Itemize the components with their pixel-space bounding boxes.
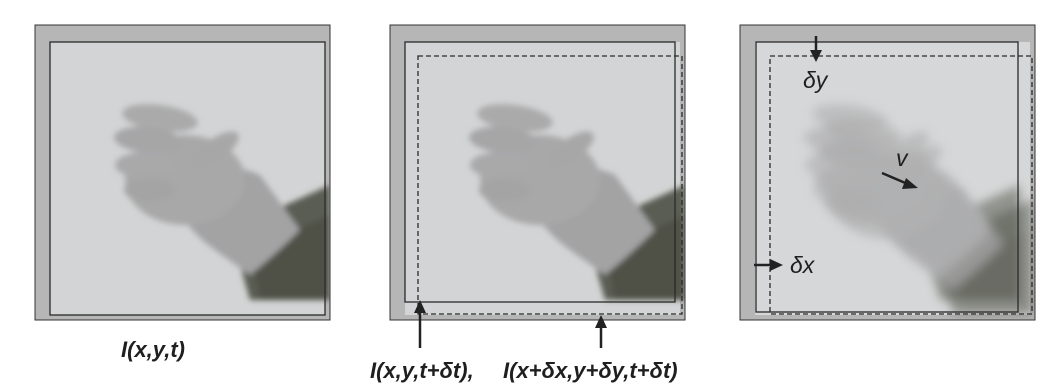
window-solid [404, 41, 676, 303]
velocity-arrow [881, 171, 918, 189]
window-dashed [769, 55, 1033, 315]
panel-frame-overlay [739, 24, 1036, 321]
label-velocity: v [896, 145, 908, 171]
caption-frame-t-dt: I(x,y,t+δt), [370, 358, 474, 383]
panel-frame-t-dt [389, 24, 686, 348]
arrow-solid-pointer [414, 300, 426, 348]
caption-frame-t: I(x,y,t) [121, 337, 185, 362]
delta-x-arrow [754, 259, 783, 271]
label-delta-y: δy [803, 67, 828, 93]
caption-frame-shifted: I(x+δx,y+δy,t+δt) [503, 358, 678, 383]
delta-y-arrow [810, 36, 822, 62]
window-solid [49, 41, 326, 316]
window-dashed [417, 55, 683, 315]
arrow-dashed-pointer [595, 315, 607, 348]
panel-frame-t [34, 24, 331, 321]
label-delta-x: δx [790, 252, 815, 278]
window-solid [755, 41, 1019, 313]
